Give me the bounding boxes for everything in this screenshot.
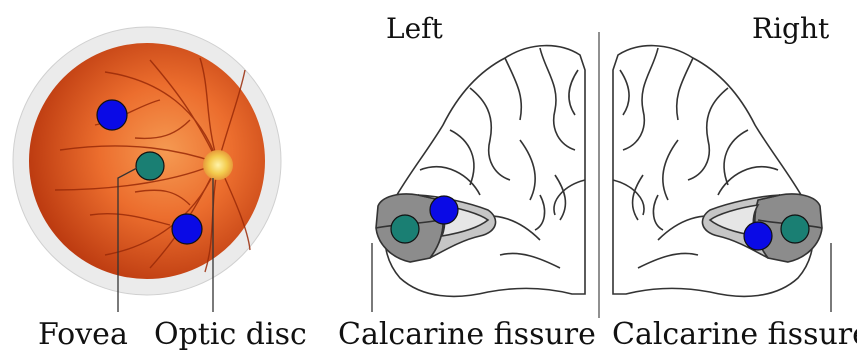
right-title: Right xyxy=(752,12,830,45)
fovea-label: Fovea xyxy=(38,317,128,352)
left-title: Left xyxy=(386,12,444,45)
brain-right-hemisphere-icon xyxy=(613,46,831,312)
blue-marker xyxy=(172,214,202,244)
retina-fundus-icon xyxy=(13,27,281,312)
calcarine-left-label: Calcarine fissure xyxy=(338,317,596,352)
calcarine-right-label: Calcarine fissure xyxy=(612,317,857,352)
teal-marker xyxy=(781,215,809,243)
optic-disc-spot xyxy=(203,150,233,180)
brain-left-hemisphere-icon xyxy=(372,46,585,312)
teal-marker xyxy=(136,152,164,180)
blue-marker xyxy=(430,196,458,224)
optic-disc-label: Optic disc xyxy=(154,317,307,352)
blue-marker xyxy=(744,222,772,250)
teal-marker xyxy=(391,215,419,243)
blue-marker xyxy=(97,100,127,130)
